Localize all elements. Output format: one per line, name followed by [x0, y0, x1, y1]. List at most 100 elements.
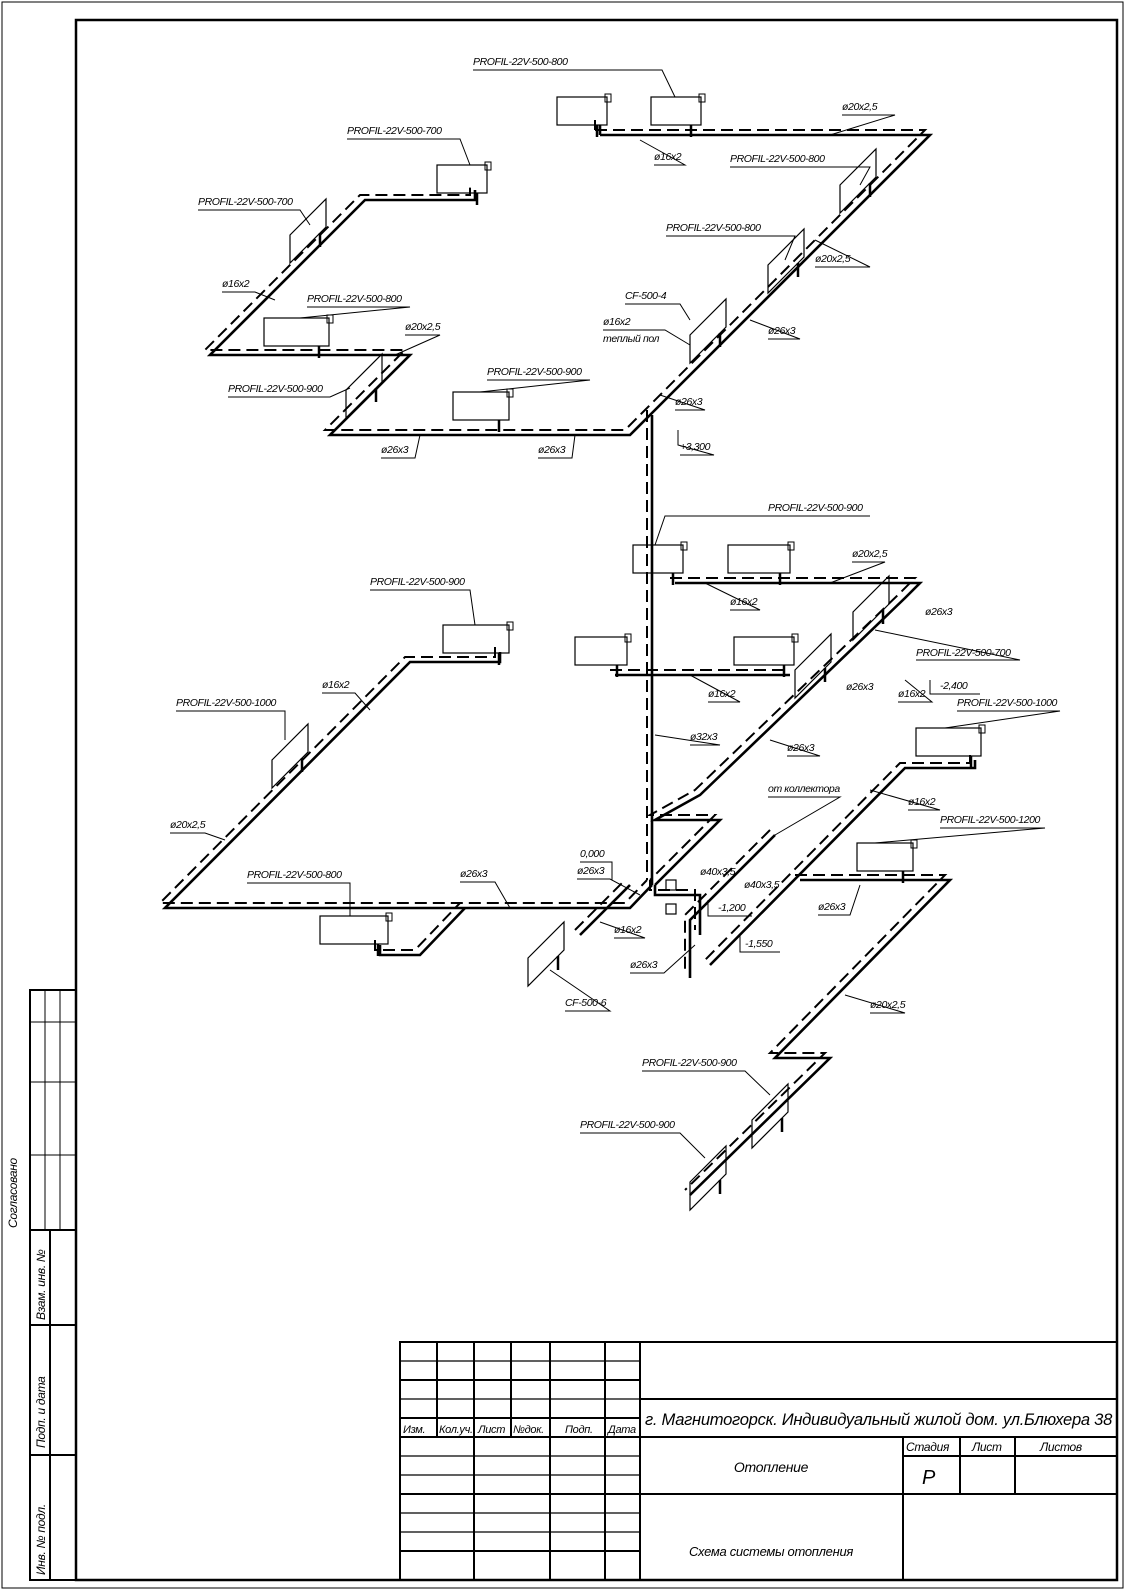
leader-line: [630, 944, 696, 974]
radiator-valve: [506, 621, 514, 631]
radiator-angled: [839, 147, 877, 215]
supply-pipe: [378, 907, 466, 957]
leader-line: [739, 935, 780, 953]
leader-line: [874, 827, 1046, 844]
leader-line: [473, 69, 676, 98]
leader-line: [625, 303, 691, 321]
leader-line: [844, 994, 906, 1014]
title-block-headers: Изм. Кол.уч. Лист №док. Подп. Дата: [403, 1424, 636, 1436]
pipe-label: ø32x3: [690, 731, 718, 743]
radiator: [856, 842, 914, 872]
leader-line: [898, 679, 934, 703]
radiator: [727, 544, 791, 574]
pipe-label: ø16x2: [614, 924, 642, 936]
pipe-label: ø16x2: [898, 688, 926, 700]
pipe-label: ø26x3: [818, 901, 846, 913]
pipe-label: ø26x3: [577, 865, 605, 877]
side-stamp: [29, 989, 77, 1581]
radiator-angled: [767, 227, 805, 295]
radiator-label: CF-500-4: [625, 290, 667, 302]
pipe-label: ø26x3: [846, 681, 874, 693]
leader-line: [704, 582, 761, 611]
radiator-angled: [751, 1082, 789, 1150]
leader-line: [170, 832, 226, 841]
radiator-label: PROFIL-22V-500-700: [916, 647, 1011, 659]
radiator-label: PROFIL-22V-500-1200: [940, 814, 1041, 826]
radiator-label: PROFIL-22V-500-800: [247, 869, 342, 881]
drawing-frame: [74, 18, 1119, 1582]
leader-line: [603, 329, 691, 346]
leader-line: [659, 394, 706, 411]
leader-lines: [170, 69, 1061, 1159]
sign-date-label: Подп. и дата: [34, 1376, 48, 1448]
pipe-label: ø20x2,5: [842, 101, 878, 113]
inv-orig-label: Инв. № подл.: [34, 1504, 48, 1575]
supply-pipe: [579, 884, 631, 936]
drawing-title: Схема системы отопления: [689, 1544, 853, 1559]
level-mark: -1,550: [745, 938, 773, 950]
radiator-valve: [326, 314, 334, 324]
radiator-valve: [624, 633, 632, 643]
leader-line: [347, 138, 471, 166]
pipe-label: ø26x3: [675, 396, 703, 408]
supply-pipe: [649, 581, 924, 886]
leader-line: [654, 734, 721, 746]
leader-line: [322, 692, 371, 711]
radiator-label: PROFIL-22V-500-800: [473, 56, 568, 68]
radiator-angled: [689, 297, 727, 365]
radiator-valve: [604, 93, 612, 103]
pipe-label: ø26x3: [768, 325, 796, 337]
leader-line: [460, 881, 511, 909]
radiator-label: PROFIL-22V-500-700: [198, 196, 293, 208]
leader-line: [639, 139, 687, 166]
radiator-label: PROFIL-22V-500-1000: [176, 697, 277, 709]
header-sign: Подп.: [565, 1424, 593, 1436]
radiator-labels: PROFIL-22V-500-800 PROFIL-22V-500-700 PR…: [176, 56, 1058, 1131]
supply-pipe: [206, 133, 934, 437]
leader-line: [642, 1070, 771, 1096]
radiator: [650, 96, 702, 126]
leader-line: [228, 387, 351, 398]
return-pipe: [684, 874, 948, 1191]
pipe-label: ø26x3: [925, 606, 953, 618]
radiator-label: PROFIL-22V-500-1000: [957, 697, 1058, 709]
pipe-label: ø20x2,5: [852, 548, 888, 560]
supply-pipe: [689, 878, 954, 1196]
radiator-valve: [910, 839, 918, 849]
section-title: Отопление: [734, 1459, 809, 1475]
radiator-angled: [271, 722, 309, 790]
radiator-label: PROFIL-22V-500-900: [580, 1119, 675, 1131]
project-title: г. Магнитогорск. Индивидуальный жилой до…: [645, 1410, 1113, 1429]
radiator-valve: [791, 633, 799, 643]
radiator: [436, 164, 488, 194]
leader-line: [689, 674, 741, 703]
header-doc: №док.: [513, 1424, 544, 1436]
leader-line: [749, 319, 801, 340]
header-kol-uch: Кол.уч.: [439, 1424, 473, 1436]
radiator: [263, 317, 330, 347]
radiator-label: PROFIL-22V-500-900: [768, 502, 863, 514]
sheet-label: Лист: [971, 1440, 1002, 1454]
leader-line: [198, 209, 311, 226]
leader-line: [814, 239, 871, 268]
stage-value: Р: [922, 1467, 936, 1489]
pipe-label: ø16x2: [322, 679, 350, 691]
radiator: [915, 727, 982, 757]
leader-line: [599, 921, 646, 939]
level-mark: 0,000: [580, 848, 605, 860]
radiator-valve: [680, 541, 688, 551]
leader-line: [538, 434, 576, 459]
radiator: [733, 636, 795, 666]
pipe-label: ø40x3,5: [744, 879, 780, 891]
level-mark: +3,300: [680, 441, 711, 453]
return-pipe: [202, 129, 928, 431]
supply-pipe: [653, 885, 702, 935]
radiator-angled: [289, 197, 327, 265]
leader-line: [874, 629, 1021, 661]
radiator-angled: [527, 920, 565, 988]
pipe-label: ø26x3: [460, 868, 488, 880]
radiator-angled: [689, 1144, 727, 1212]
pipe-label: ø16x2: [730, 596, 758, 608]
